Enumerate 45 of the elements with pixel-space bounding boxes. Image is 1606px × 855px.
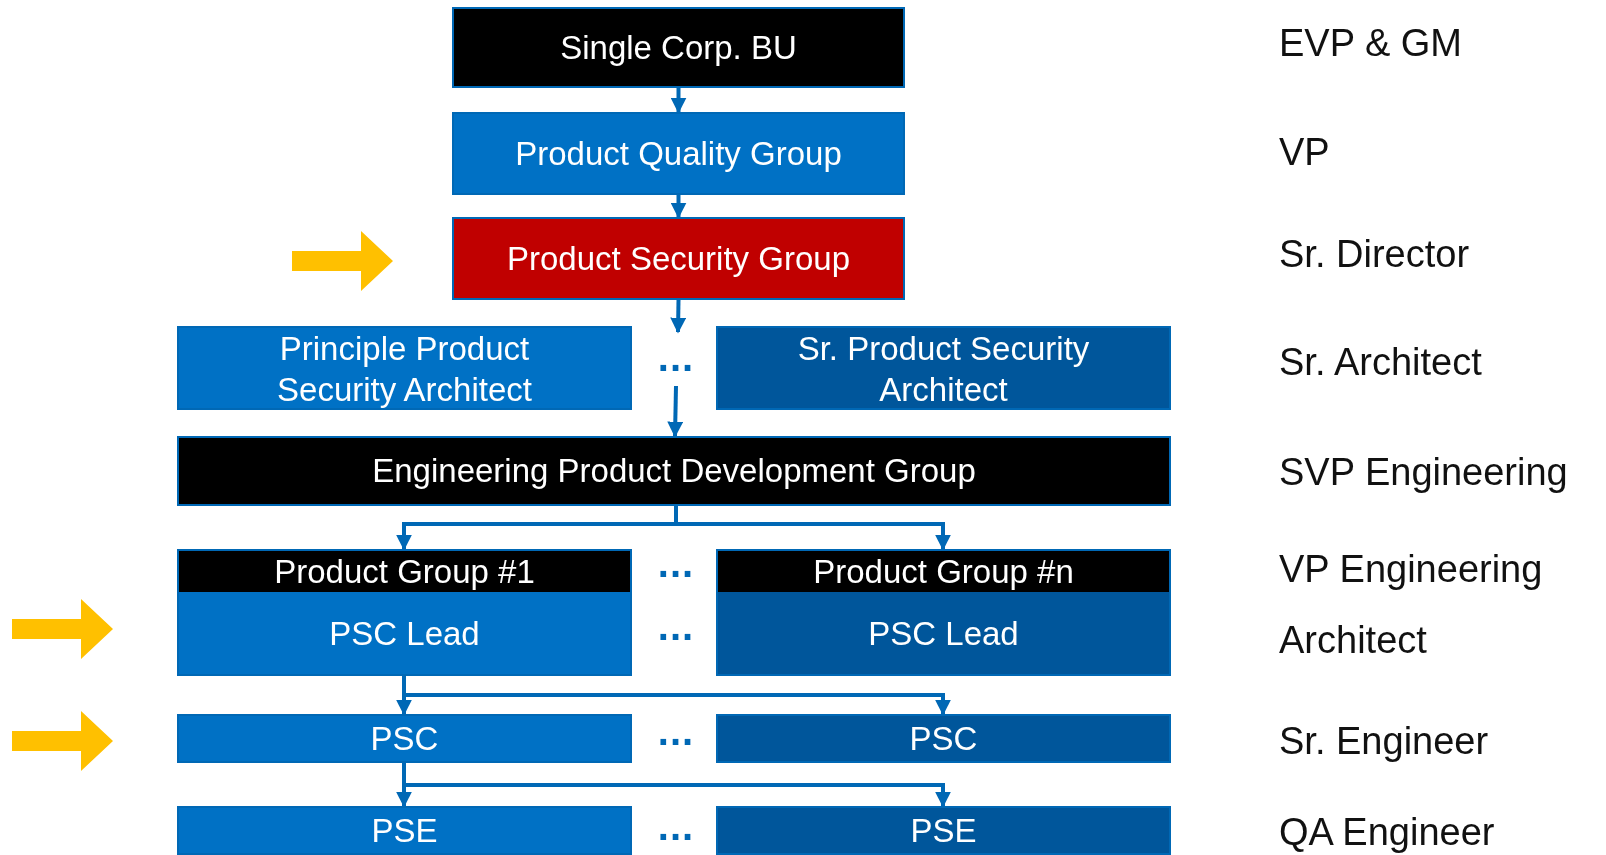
box-label: PSC [908, 718, 979, 759]
ellipsis: ... [657, 711, 695, 751]
org-box [452, 7, 905, 88]
box-label: Single Corp. BU [559, 27, 798, 68]
ellipsis: ... [657, 806, 695, 846]
box-label: Product Group #1 [273, 552, 536, 592]
box-label: PSC [369, 718, 440, 759]
box-label: PSE [909, 810, 978, 851]
org-box [177, 326, 632, 410]
arrow [674, 506, 951, 551]
box-label: PSE [370, 810, 439, 851]
box-label: Sr. Product Security Architect [796, 329, 1091, 411]
role-label: EVP & GM [1279, 21, 1463, 65]
org-box [452, 217, 905, 300]
ellipsis: ... [657, 543, 695, 583]
box-label: Engineering Product Development Group [371, 451, 977, 492]
org-box [716, 806, 1171, 855]
arrow [670, 195, 687, 219]
role-label: Sr. Architect [1279, 340, 1482, 384]
ellipsis: ... [657, 337, 695, 377]
role-label: Sr. Engineer [1279, 719, 1489, 763]
box-label: PSC Lead [328, 613, 481, 654]
ellipsis: ... [657, 606, 695, 646]
org-box [177, 549, 632, 676]
role-label: Architect [1279, 618, 1427, 662]
role-label: SVP Engineering [1279, 450, 1568, 494]
box-label: PSC Lead [867, 613, 1020, 654]
box-label: Product Security Group [506, 238, 851, 279]
box-label: Product Quality Group [514, 133, 843, 174]
org-box [177, 806, 632, 855]
org-box [716, 326, 1171, 410]
box-label: Principle Product Security Architect [276, 329, 533, 411]
arrow [667, 385, 684, 438]
role-label: VP [1279, 130, 1330, 174]
role-label: Sr. Director [1279, 232, 1470, 276]
org-box [716, 549, 1171, 676]
org-box [716, 714, 1171, 763]
box-label: Product Group #n [812, 552, 1075, 592]
role-label: VP Engineering [1279, 547, 1543, 591]
org-box [452, 112, 905, 195]
org-box [177, 436, 1171, 506]
arrow [670, 88, 687, 114]
org-box [177, 714, 632, 763]
arrow [670, 299, 687, 334]
role-label: QA Engineer [1279, 810, 1495, 854]
